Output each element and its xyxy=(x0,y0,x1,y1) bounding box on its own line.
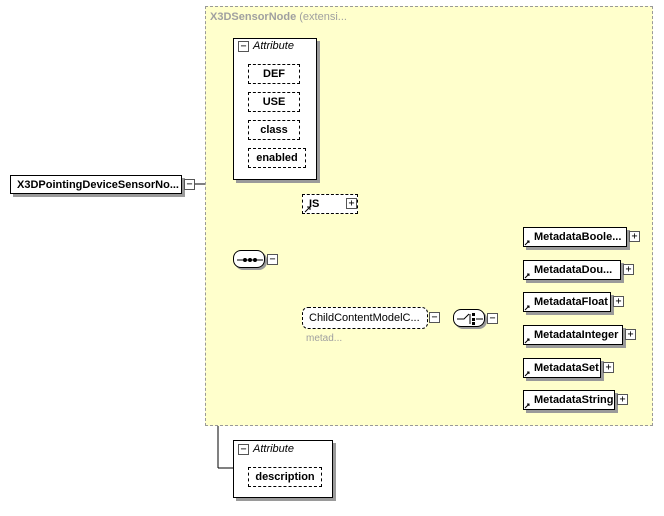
metadata-element-label: MetadataInteger xyxy=(534,329,619,341)
extension-title-suffix: (extensi... xyxy=(296,11,347,23)
metadata-element-label: MetadataString xyxy=(534,394,614,406)
root-element[interactable]: X3DPointingDeviceSensorNo... xyxy=(10,175,182,194)
reference-arrow-icon xyxy=(524,273,530,279)
attribute-enabled[interactable]: enabled xyxy=(248,148,306,168)
metadata-element-set[interactable]: MetadataSet xyxy=(523,358,601,378)
plus-box-icon[interactable]: + xyxy=(623,264,634,275)
reference-arrow-icon xyxy=(524,305,530,311)
metadata-element-label: MetadataBoole... xyxy=(534,231,622,243)
reference-arrow-icon xyxy=(304,206,311,213)
choice-compositor-icon xyxy=(453,309,485,327)
attribute-group-2-title: Attribute xyxy=(253,443,294,455)
plus-box-icon[interactable]: + xyxy=(629,231,640,242)
metadata-element-string[interactable]: MetadataString xyxy=(523,390,615,410)
root-element-label: X3DPointingDeviceSensorNo... xyxy=(17,178,179,191)
child-content-model-label: ChildContentModelC... xyxy=(309,312,420,324)
minus-box-icon[interactable]: − xyxy=(267,254,278,265)
attribute-def[interactable]: DEF xyxy=(248,64,300,84)
minus-box-icon[interactable]: − xyxy=(184,179,195,190)
metadata-element-double[interactable]: MetadataDou... xyxy=(523,260,621,280)
extension-title-name: X3DSensorNode xyxy=(210,11,297,23)
child-content-model-subtitle: metad... xyxy=(306,333,343,344)
minus-box-icon[interactable]: − xyxy=(238,444,249,455)
reference-arrow-icon xyxy=(524,240,530,246)
reference-arrows xyxy=(524,240,530,409)
attribute-use[interactable]: USE xyxy=(248,92,300,112)
choice-symbol xyxy=(457,313,483,325)
metadata-element-float[interactable]: MetadataFloat xyxy=(523,292,611,312)
sequence-dots xyxy=(237,258,263,262)
metadata-element-label: MetadataSet xyxy=(534,362,599,374)
plus-box-icon[interactable]: + xyxy=(625,329,636,340)
reference-arrow-icon xyxy=(524,403,530,409)
metadata-element-label: MetadataDou... xyxy=(534,264,613,276)
plus-box-icon[interactable]: + xyxy=(346,198,357,209)
minus-box-icon[interactable]: − xyxy=(487,313,498,324)
plus-box-icon[interactable]: + xyxy=(617,394,628,405)
attribute-description[interactable]: description xyxy=(248,467,322,487)
minus-box-icon[interactable]: − xyxy=(238,41,249,52)
plus-box-icon[interactable]: + xyxy=(613,296,624,307)
extension-title: X3DSensorNode (extensi... xyxy=(210,11,347,23)
attribute-class[interactable]: class xyxy=(248,120,300,140)
reference-arrow-icon xyxy=(524,371,530,377)
metadata-element-integer[interactable]: MetadataInteger xyxy=(523,325,623,345)
child-content-model-group[interactable]: ChildContentModelC... xyxy=(302,307,428,329)
metadata-element-boolean[interactable]: MetadataBoole... xyxy=(523,227,627,247)
sequence-compositor-icon xyxy=(233,250,265,268)
minus-box-icon[interactable]: − xyxy=(429,312,440,323)
metadata-element-label: MetadataFloat xyxy=(534,296,608,308)
is-element-label: IS xyxy=(309,198,320,210)
reference-arrow-icon xyxy=(524,338,530,344)
attribute-group-1-title: Attribute xyxy=(253,40,294,52)
plus-box-icon[interactable]: + xyxy=(603,362,614,373)
is-element[interactable]: IS xyxy=(302,194,358,214)
